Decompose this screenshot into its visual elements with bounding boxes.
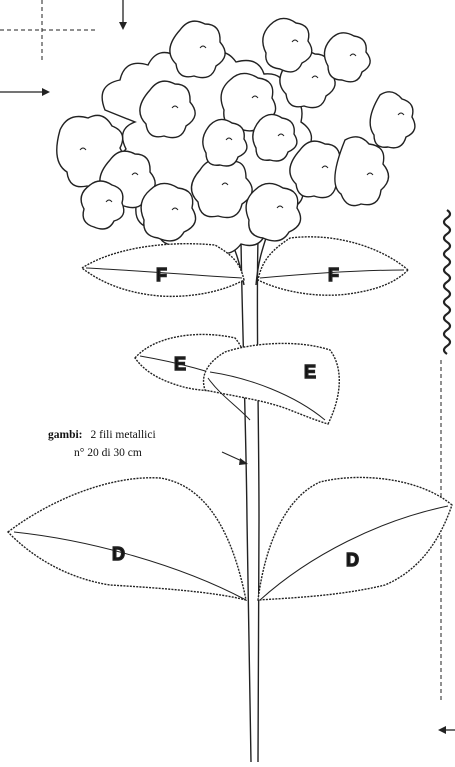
leaf-label-e-right: E [304,362,316,382]
leaf-pair-d: D D [8,477,452,600]
leaf-label-f-left: F [156,265,167,285]
stem-note-line1: 2 fili metallici [91,429,156,441]
arrow-right-icon [42,88,50,96]
svg-text:gambi: 2 fili metallici: gambi: 2 fili metallici [48,425,156,442]
leaf-pair-f: F F [82,237,408,297]
stem [228,232,268,762]
leaf-label-d-left: D [112,544,125,564]
leaf-label-e-left: E [174,354,186,374]
leaf-label-f-right: F [328,265,339,285]
wavy-edge [444,210,450,354]
leaf-pair-e: E E [135,334,339,424]
guide-lines-right [438,210,455,734]
guide-lines-top-left [0,0,127,96]
leaf-label-d-right: D [346,550,359,570]
stem-note: gambi: 2 fili metallici n° 20 di 30 cm [48,425,248,465]
flower-head [57,18,415,254]
leaf-d-left [8,478,246,600]
arrow-left-icon [438,726,446,734]
arrow-down-icon [119,22,127,30]
stem-note-term: gambi: [48,429,83,441]
leaf-d-right [258,477,452,600]
leaf-e-right [204,343,340,424]
stem-note-line2: n° 20 di 30 cm [74,447,142,459]
